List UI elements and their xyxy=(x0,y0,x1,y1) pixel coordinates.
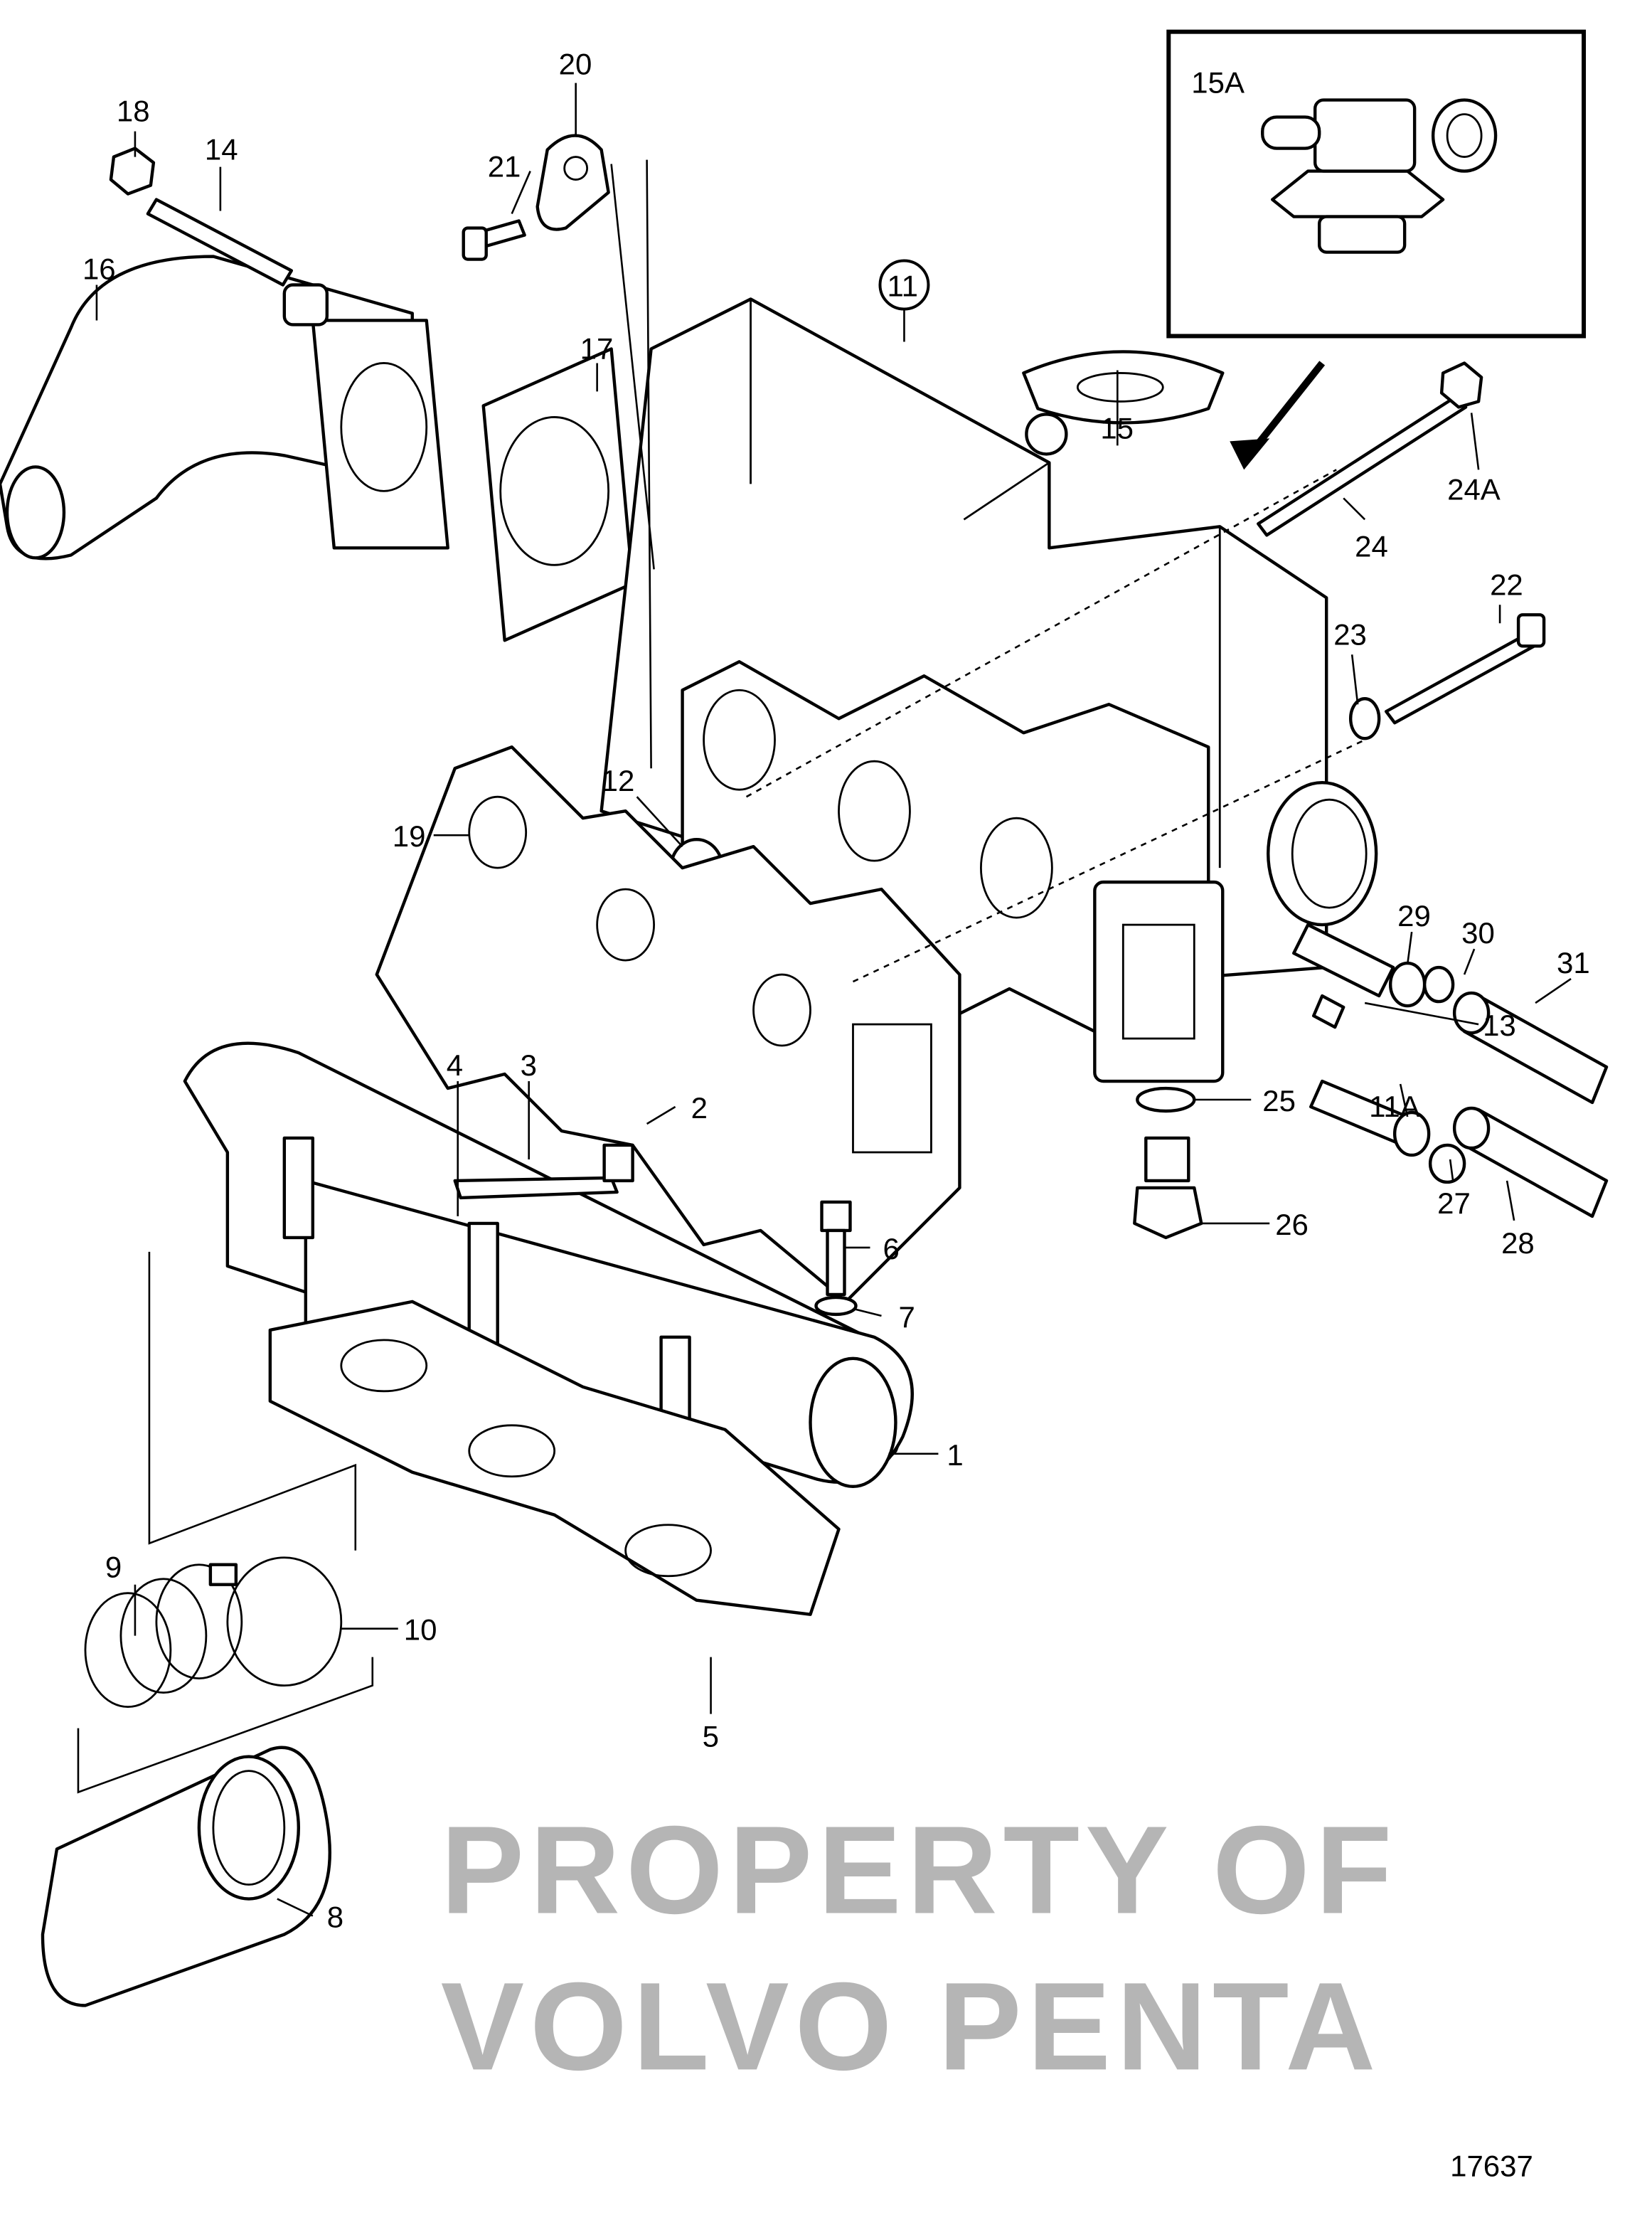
label-24a: 24A xyxy=(1447,472,1501,506)
label-11a: 11A xyxy=(1369,1090,1420,1123)
label-8: 8 xyxy=(327,1901,343,1934)
label-26: 26 xyxy=(1275,1208,1309,1241)
part-14-18-stud-nut xyxy=(109,147,294,287)
label-13: 13 xyxy=(1483,1009,1516,1042)
label-9: 9 xyxy=(105,1551,122,1584)
svg-text:PROPERTY OF: PROPERTY OF xyxy=(441,1801,1398,1940)
label-4: 4 xyxy=(447,1048,463,1082)
label-10: 10 xyxy=(404,1613,437,1647)
label-22: 22 xyxy=(1490,568,1523,601)
label-30: 30 xyxy=(1461,916,1495,950)
label-11: 11 xyxy=(887,269,918,302)
part-6-7-bolt-washer xyxy=(814,1200,858,1317)
label-25: 25 xyxy=(1262,1084,1296,1117)
svg-text:VOLVO PENTA: VOLVO PENTA xyxy=(441,1957,1382,2096)
callout-labels: 18 14 16 20 21 17 11 15A 15 24A 24 22 23… xyxy=(82,48,1590,2183)
label-5: 5 xyxy=(703,1720,719,1753)
label-14: 14 xyxy=(205,133,238,166)
label-16: 16 xyxy=(82,253,116,286)
label-19: 19 xyxy=(393,819,426,853)
parts-22-23-24-bolts xyxy=(1257,361,1546,740)
figure-number: 17637 xyxy=(1450,2149,1533,2182)
part-17-gasket xyxy=(481,347,634,642)
label-24: 24 xyxy=(1355,529,1388,563)
label-18: 18 xyxy=(117,95,150,128)
part-5-gasket xyxy=(268,1300,841,1616)
label-21: 21 xyxy=(488,150,521,184)
part-19-gasket xyxy=(375,745,961,1304)
label-27: 27 xyxy=(1437,1186,1471,1220)
part-fittings-29-13-11a xyxy=(1292,923,1431,1157)
label-3: 3 xyxy=(521,1048,537,1082)
leader-lines xyxy=(95,83,1572,1917)
label-31: 31 xyxy=(1557,946,1590,979)
label-28: 28 xyxy=(1501,1226,1535,1260)
label-20: 20 xyxy=(559,48,592,81)
label-7: 7 xyxy=(898,1300,915,1334)
label-15: 15 xyxy=(1100,411,1134,445)
label-17: 17 xyxy=(580,331,614,365)
watermark: PROPERTY OF VOLVO PENTA xyxy=(441,1801,1398,2097)
label-29: 29 xyxy=(1397,899,1431,933)
label-1: 1 xyxy=(947,1438,963,1472)
parts-8-9-10-hose-clamps xyxy=(41,1251,374,2007)
part-25-26-plug xyxy=(1133,1086,1203,1240)
label-6: 6 xyxy=(883,1232,899,1265)
label-15a: 15A xyxy=(1191,66,1245,100)
label-12: 12 xyxy=(602,764,635,797)
label-2: 2 xyxy=(691,1091,708,1125)
part-20-21-flange-bolt xyxy=(462,134,610,261)
part-hoses-30-31-27-28 xyxy=(1422,965,1609,1218)
label-23: 23 xyxy=(1333,617,1367,651)
part-16-elbow xyxy=(0,255,449,561)
inset-detail-15a xyxy=(1166,29,1587,470)
